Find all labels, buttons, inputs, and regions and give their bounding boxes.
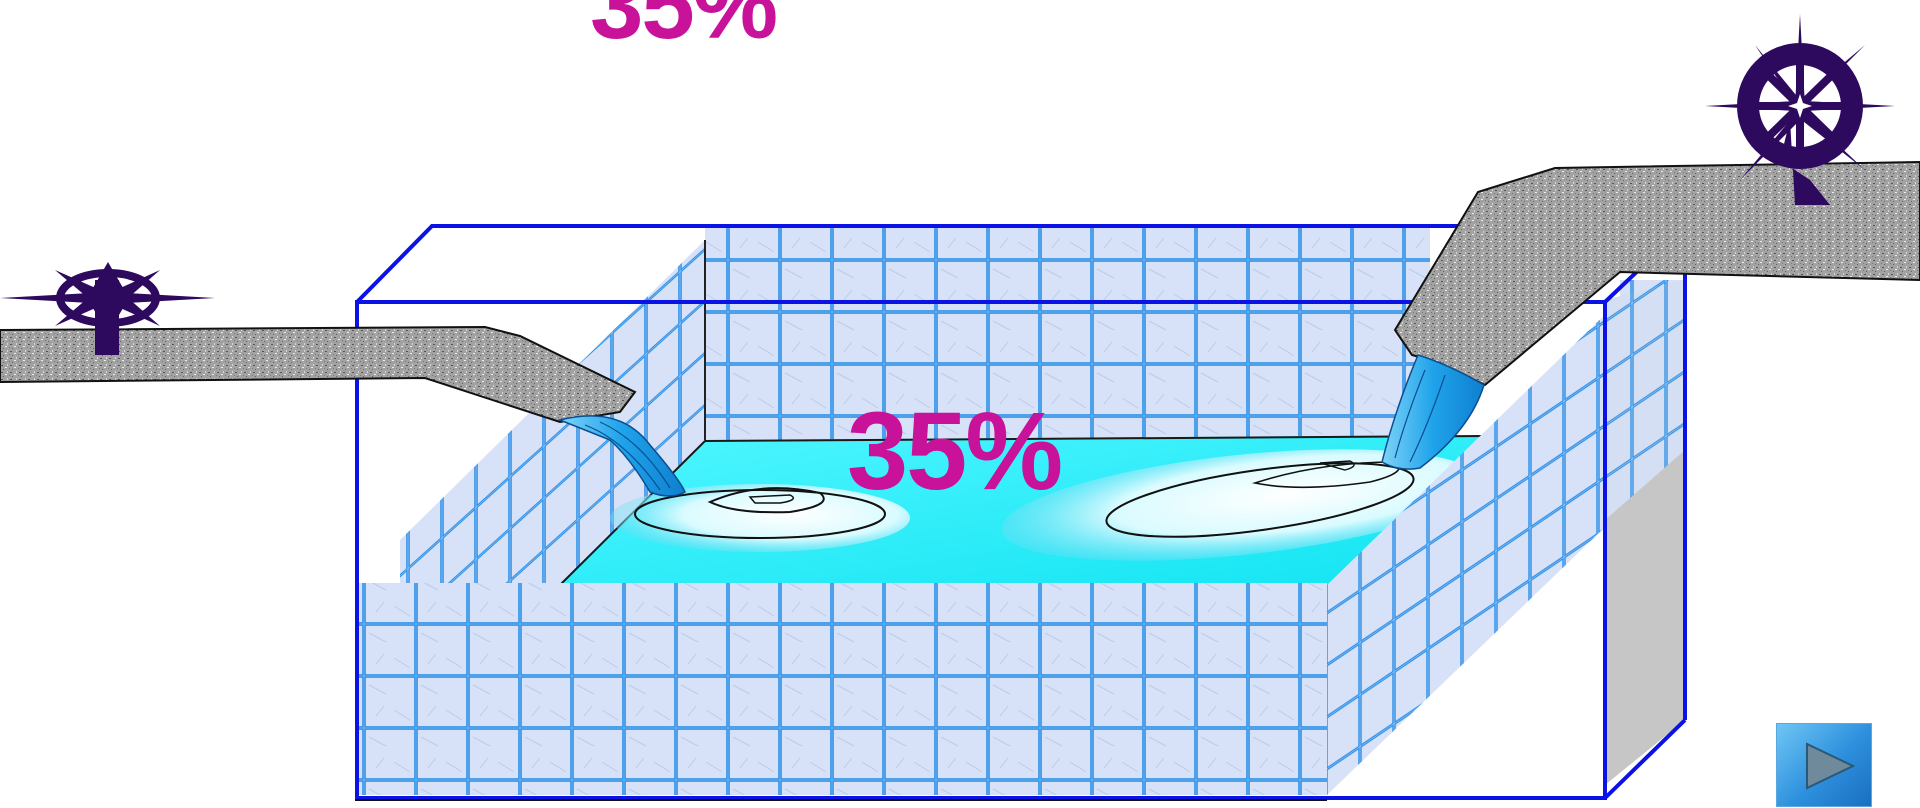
front-wall-tiles bbox=[357, 583, 1327, 795]
percentage-label-top: 35% bbox=[590, 0, 776, 54]
percentage-label-water: 35% bbox=[847, 397, 1061, 507]
play-triangle-icon bbox=[1777, 724, 1873, 808]
next-button[interactable] bbox=[1776, 723, 1872, 807]
back-wall-tiles bbox=[705, 226, 1430, 440]
